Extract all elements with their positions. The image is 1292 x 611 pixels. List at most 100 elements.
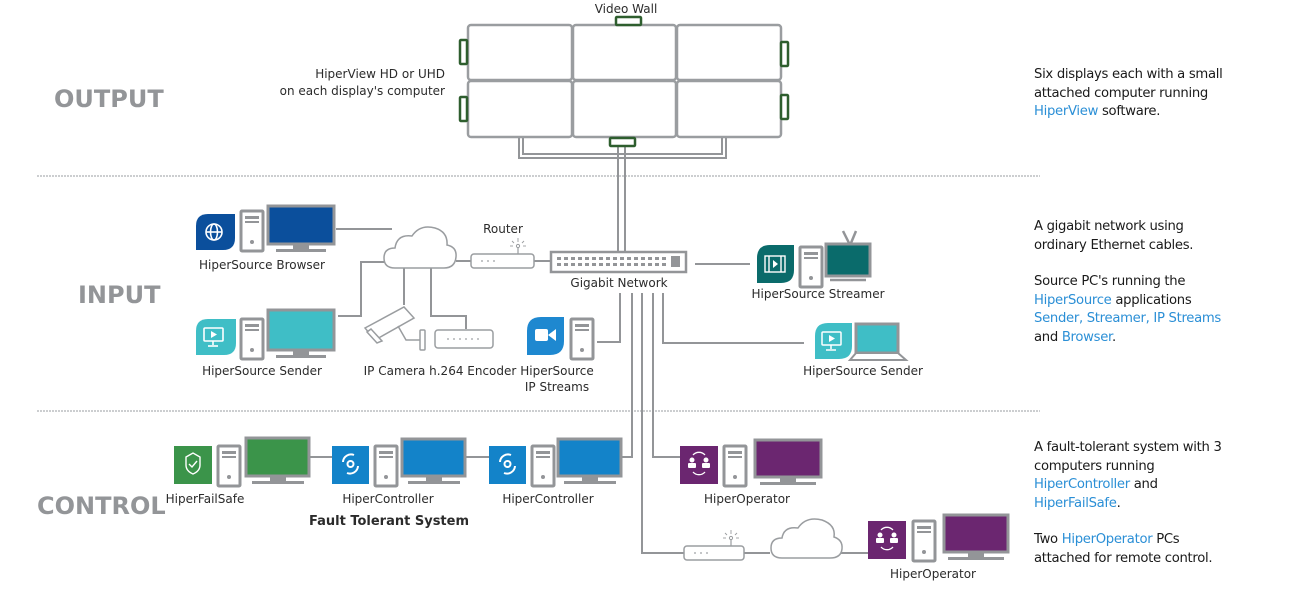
- desc-text: PCs attached for remote control.: [1034, 532, 1213, 566]
- laptop-icon: [847, 322, 909, 361]
- monitor-icon: [266, 204, 336, 252]
- controller2-label: HiperController: [502, 492, 593, 506]
- hiperview-link[interactable]: HiperView: [1034, 104, 1099, 120]
- remote-cloud-icon: [770, 518, 843, 559]
- desc-text: A fault-tolerant system with 3 computers…: [1034, 440, 1222, 474]
- tower-pc-icon: [911, 519, 937, 563]
- source-apps-link[interactable]: Sender, Streamer, IP Streams: [1034, 311, 1221, 327]
- ip-streams-label-line1: HiperSource: [520, 364, 594, 378]
- node-hiperfailsafe: HiperFailSafe: [166, 436, 311, 506]
- description-output: Six displays each with a small attached …: [1034, 66, 1224, 140]
- operator1-label: HiperOperator: [704, 492, 790, 506]
- node-hipersource-browser: HiperSource Browser: [196, 204, 336, 272]
- section-title-input: INPUT: [78, 281, 161, 309]
- tower-pc-icon: [239, 317, 265, 361]
- video-camera-icon: [535, 329, 556, 341]
- node-hiperoperator-1: HiperOperator: [680, 438, 823, 506]
- tower-pc-icon: [569, 317, 595, 361]
- camera-encoder-label: IP Camera h.264 Encoder: [364, 364, 517, 378]
- section-title-control: CONTROL: [37, 492, 166, 520]
- hipersource-link[interactable]: HiperSource: [1034, 292, 1112, 308]
- ip-streams-label-line2: IP Streams: [525, 380, 589, 394]
- sync-arrows-icon: [499, 453, 516, 475]
- sync-arrows-icon: [342, 453, 359, 475]
- desc-text: Two: [1034, 532, 1062, 548]
- tower-pc-icon: [373, 444, 399, 488]
- ip-camera-icon: [363, 306, 426, 351]
- node-hipercontroller-2: HiperController: [489, 437, 623, 506]
- tower-pc-icon: [239, 209, 265, 253]
- play-screen-icon: [203, 327, 224, 347]
- desc-text: and: [1129, 477, 1158, 493]
- failsafe-label: HiperFailSafe: [166, 492, 245, 506]
- hiperview-computers: [458, 15, 790, 148]
- shield-check-icon: [185, 452, 201, 475]
- cloud-icon: [383, 226, 457, 269]
- tower-pc-icon: [798, 245, 824, 289]
- browser-label: HiperSource Browser: [199, 258, 325, 272]
- film-play-icon: [764, 255, 786, 273]
- controller-app-icon: [332, 446, 369, 484]
- display-2: [571, 23, 678, 82]
- browser-link[interactable]: Browser: [1061, 329, 1112, 345]
- tower-pc-icon: [216, 444, 242, 488]
- node-hipersource-streamer: HiperSource Streamer: [751, 230, 885, 301]
- gigabit-network-label: Gigabit Network: [570, 276, 667, 290]
- monitor-icon: [244, 436, 311, 484]
- hiperview-note-line2: on each display's computer: [280, 84, 445, 98]
- tower-pc-icon: [722, 444, 748, 488]
- controller1-label: HiperController: [342, 492, 433, 506]
- display-5: [571, 79, 678, 139]
- h264-encoder-icon: [434, 329, 494, 349]
- sender-left-label: HiperSource Sender: [202, 364, 322, 378]
- monitor-icon: [400, 437, 467, 484]
- video-wall-label: Video Wall: [595, 2, 658, 16]
- desc-text: applications: [1111, 292, 1192, 308]
- description-control: A fault-tolerant system with 3 computers…: [1034, 439, 1224, 587]
- node-hipercontroller-1: HiperController: [332, 437, 467, 506]
- globe-icon: [205, 223, 223, 241]
- controller-app-icon: [489, 446, 526, 484]
- desc-text: .: [1116, 495, 1121, 511]
- display-3: [675, 23, 783, 82]
- hiperoperator-link[interactable]: HiperOperator: [1061, 532, 1153, 548]
- display-6: [675, 79, 783, 139]
- tower-pc-icon: [530, 444, 556, 488]
- sender-app-icon: [196, 319, 236, 355]
- display-1: [466, 23, 574, 82]
- desc-text: and: [1034, 329, 1062, 345]
- monitor-icon: [266, 308, 336, 358]
- display-4: [466, 79, 574, 139]
- monitor-icon: [753, 438, 823, 485]
- users-sync-icon: [688, 457, 710, 468]
- node-hipersource-ip-streams: HiperSource IP Streams: [520, 317, 595, 394]
- hiperview-note-line1: HiperView HD or UHD: [315, 67, 445, 81]
- router-label: Router: [483, 222, 523, 236]
- description-input: A gigabit network using ordinary Etherne…: [1034, 218, 1224, 366]
- tv-icon: [824, 230, 872, 282]
- fault-tolerant-label: Fault Tolerant System: [309, 514, 469, 529]
- hipercontroller-link[interactable]: HiperController: [1034, 477, 1130, 493]
- hiperfailsafe-link[interactable]: HiperFailSafe: [1034, 495, 1117, 511]
- desc-text: Source PC's running the: [1034, 274, 1186, 290]
- desc-network-text: A gigabit network using ordinary Etherne…: [1034, 219, 1194, 253]
- desc-text: Six displays each with a small attached …: [1034, 67, 1223, 101]
- monitor-icon: [556, 437, 623, 484]
- sender-right-label: HiperSource Sender: [803, 364, 923, 378]
- video-wall: Video Wall HiperView HD or UHD on each d…: [280, 2, 790, 148]
- section-title-output: OUTPUT: [54, 85, 164, 113]
- node-hipersource-sender-right: HiperSource Sender: [803, 322, 923, 378]
- operator2-label: HiperOperator: [890, 567, 976, 581]
- sender-app-icon: [815, 323, 852, 359]
- gigabit-switch-icon: Gigabit Network: [549, 250, 688, 290]
- desc-text: .: [1111, 329, 1116, 345]
- network-cables: [310, 136, 868, 554]
- router-icon: Router: [470, 222, 535, 269]
- node-hiperoperator-2: HiperOperator: [868, 513, 1010, 581]
- node-hipersource-sender-left: HiperSource Sender: [196, 308, 336, 378]
- streamer-label: HiperSource Streamer: [751, 287, 884, 301]
- monitor-icon: [942, 513, 1010, 560]
- remote-router-icon: [683, 530, 745, 561]
- desc-text: software.: [1098, 104, 1161, 120]
